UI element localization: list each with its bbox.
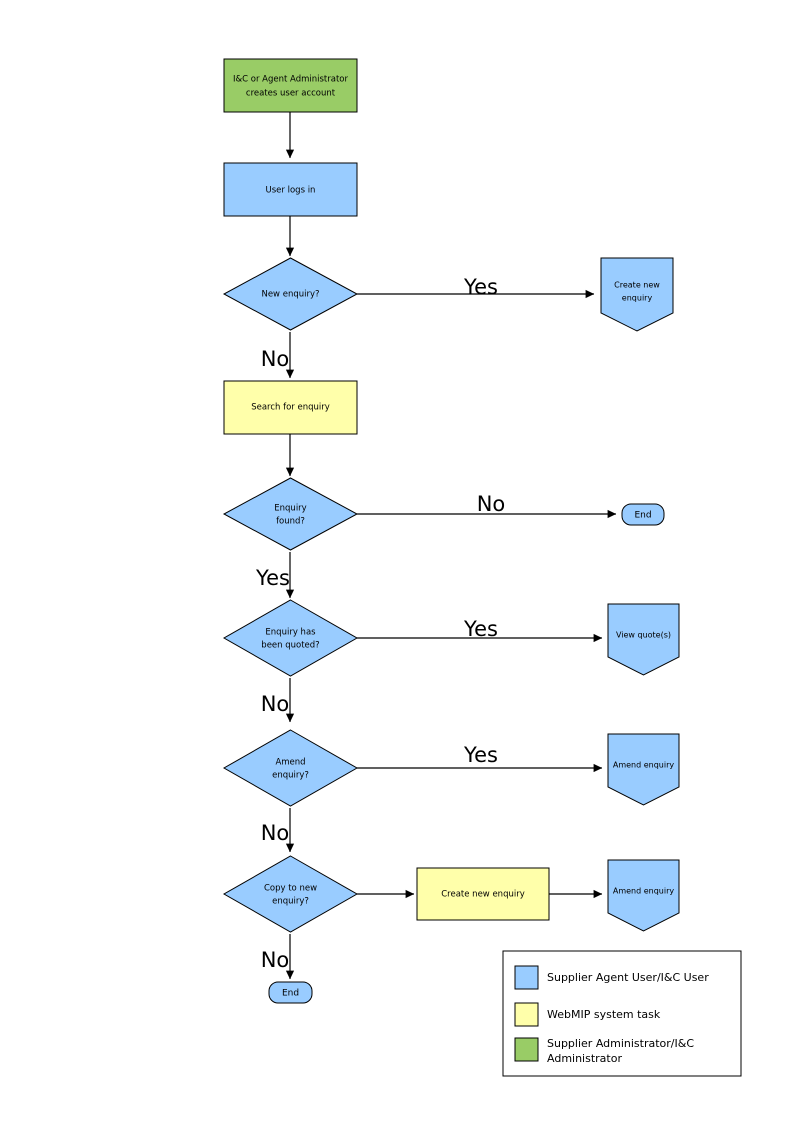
edge-label-found-yes: Yes [255,566,290,590]
node-view-quotes-doc[interactable]: View quote(s) [607,603,680,676]
node-amend-enquiry-doc-2[interactable]: Amend enquiry [607,859,680,932]
enquiry-found-decision-shape[interactable] [222,477,359,551]
legend: Supplier Agent User/I&C User WebMIP syst… [502,950,742,1077]
new-enquiry-decision-shape[interactable] [222,257,359,331]
edge-label-quoted-yes: Yes [463,617,498,641]
edge-label-copy-no: No [261,948,290,972]
legend-label-supplier-administrator-line1: Supplier Administrator/I&C [547,1037,694,1050]
enquiry-quoted-decision-shape[interactable] [222,599,359,677]
node-create-new-enquiry-task[interactable]: Create new enquiry [416,867,550,921]
user-logs-in-label: User logs in [266,186,316,196]
enquiry-found-decision-label-line2: found? [276,517,305,527]
node-copy-to-new-enquiry-decision[interactable]: Copy to new enquiry? [222,855,359,933]
node-end-terminator-1[interactable]: End [621,503,665,526]
copy-to-new-enquiry-decision-label-line2: enquiry? [272,897,309,907]
amend-enquiry-decision-shape[interactable] [222,729,359,807]
search-for-enquiry-shape[interactable] [223,380,358,435]
amend-enquiry-doc-1-shape[interactable] [607,733,680,806]
node-end-terminator-2[interactable]: End [268,981,313,1004]
node-admin-creates-account[interactable]: I&C or Agent Administrator creates user … [223,58,358,113]
edge-label-quoted-no: No [261,692,290,716]
legend-swatch-webmip-system-task [514,1002,539,1027]
end-terminator-2-shape[interactable] [268,981,313,1004]
view-quotes-doc-shape[interactable] [607,603,680,676]
admin-creates-account-label-line2: creates user account [246,89,336,99]
node-enquiry-quoted-decision[interactable]: Enquiry has been quoted? [222,599,359,677]
view-quotes-doc-label: View quote(s) [616,631,671,640]
enquiry-found-decision-label-line1: Enquiry [274,504,306,514]
edge-label-new-enquiry-yes: Yes [463,275,498,299]
legend-label-webmip-system-task: WebMIP system task [547,1008,661,1021]
edge-label-new-enquiry-no: No [261,347,290,371]
create-new-enquiry-task-label: Create new enquiry [441,890,525,900]
legend-label-supplier-agent-user: Supplier Agent User/I&C User [547,971,709,984]
new-enquiry-decision-label: New enquiry? [261,290,319,300]
edges-layer [285,112,617,980]
legend-label-supplier-administrator-line2: Administrator [547,1052,622,1065]
legend-swatch-supplier-agent-user [514,965,539,990]
end-terminator-2-label: End [282,989,299,999]
node-search-for-enquiry[interactable]: Search for enquiry [223,380,358,435]
node-enquiry-found-decision[interactable]: Enquiry found? [222,477,359,551]
user-logs-in-shape[interactable] [223,162,358,217]
edge-label-found-no: No [477,492,506,516]
amend-enquiry-doc-1-label: Amend enquiry [613,761,675,770]
amend-enquiry-doc-2-label: Amend enquiry [613,887,675,896]
node-amend-enquiry-doc-1[interactable]: Amend enquiry [607,733,680,806]
node-user-logs-in[interactable]: User logs in [223,162,358,217]
create-new-enquiry-task-shape[interactable] [416,867,550,921]
amend-enquiry-decision-label-line2: enquiry? [272,771,309,781]
enquiry-quoted-decision-label-line1: Enquiry has [265,628,316,638]
create-new-enquiry-doc-shape[interactable] [600,257,674,332]
amend-enquiry-doc-2-shape[interactable] [607,859,680,932]
end-terminator-1-shape[interactable] [621,503,665,526]
create-new-enquiry-doc-label-line2: enquiry [622,294,653,303]
node-new-enquiry-decision[interactable]: New enquiry? [222,257,359,331]
copy-to-new-enquiry-decision-label-line1: Copy to new [264,884,317,894]
legend-swatch-supplier-administrator [514,1037,539,1062]
edge-label-amend-no: No [261,821,290,845]
node-amend-enquiry-decision[interactable]: Amend enquiry? [222,729,359,807]
copy-to-new-enquiry-decision-shape[interactable] [222,855,359,933]
node-create-new-enquiry-doc[interactable]: Create new enquiry [600,257,674,332]
amend-enquiry-decision-label-line1: Amend [275,758,305,768]
edge-label-amend-yes: Yes [463,743,498,767]
enquiry-quoted-decision-label-line2: been quoted? [261,641,319,651]
admin-creates-account-shape[interactable] [223,58,358,113]
search-for-enquiry-label: Search for enquiry [251,403,330,413]
edge-labels-layer: Yes No No Yes Yes No Yes No No [255,275,505,972]
create-new-enquiry-doc-label-line1: Create new [614,281,660,290]
end-terminator-1-label: End [634,511,651,521]
admin-creates-account-label-line1: I&C or Agent Administrator [233,75,348,85]
legend-container [502,950,742,1077]
